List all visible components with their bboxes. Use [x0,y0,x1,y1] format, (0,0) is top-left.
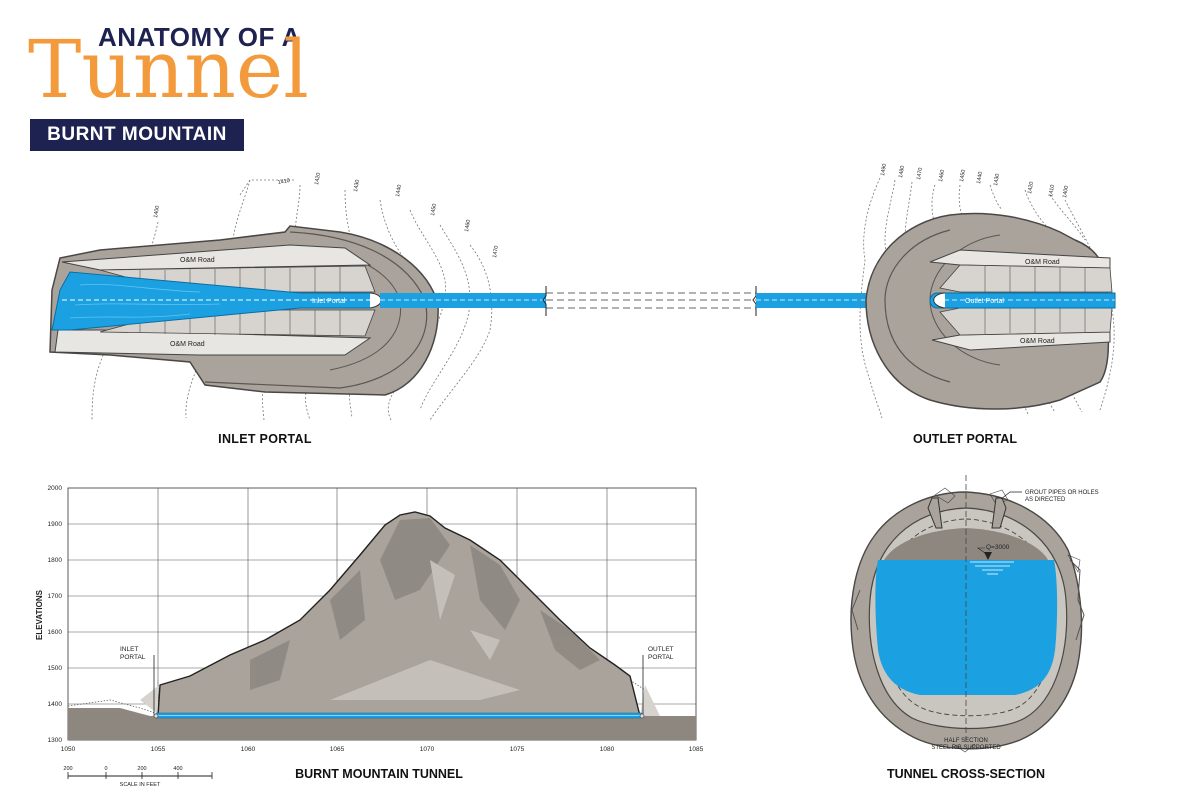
outlet-contour-label: 1400 [1062,185,1070,198]
inlet-contour-label: 1470 [492,245,500,258]
cross-section-water [875,560,1058,695]
scale-tick: 200 [137,766,146,772]
profile-x-tick: 1085 [689,746,704,753]
grout-label: AS DIRECTED [1025,497,1066,503]
outlet-road-label-upper: O&M Road [1025,259,1060,266]
profile-x-tick: 1065 [330,746,345,753]
inlet-contour-label: 1450 [430,203,438,216]
outlet-contour-label: 1420 [1027,181,1035,194]
profile-y-tick: 1700 [48,593,63,600]
outlet-upper-road [929,249,1111,269]
profile-y-tick: 1900 [48,521,63,528]
outlet-contour-label: 1490 [880,163,888,176]
outlet-contour-label: 1470 [916,167,924,180]
flow-label: Q=3000 [986,544,1010,551]
outlet-water-channel [929,292,1116,309]
inlet-contour-label: 1460 [464,219,472,232]
profile-caption: BURNT MOUNTAIN TUNNEL [295,767,463,781]
grout-label: GROUT PIPES OR HOLES [1025,490,1099,496]
inlet-upper-road [61,244,372,271]
outlet-contour-label: 1460 [938,169,946,182]
inlet-contour-label: 1430 [353,179,361,192]
inlet-portal-plan: O&M Road O&M Road Inlet Portal 1400 1410… [49,172,500,423]
title-top: ANATOMY OF A [98,22,301,52]
profile-y-axis-label: ELEVATIONS [35,589,44,640]
profile-mountain-highlights [330,560,520,700]
profile-y-tick: 1400 [48,701,63,708]
inlet-road-label-upper: O&M Road [180,257,215,264]
outlet-contour-label: 1440 [976,171,984,184]
profile-y-tick: 1500 [48,665,63,672]
outlet-road-label-lower: O&M Road [1020,338,1055,345]
scale-tick: 200 [63,766,72,772]
inlet-contour-label: 1410 [277,178,290,186]
cross-section-water-level-symbol [970,561,1014,575]
cross-section-rubble [934,487,1081,753]
profile-y-tick: 1600 [48,629,63,636]
cross-section: GROUT PIPES OR HOLES AS DIRECTED Q=3000 … [850,475,1099,753]
profile-y-tick: 1800 [48,557,63,564]
inlet-lower-road [54,329,372,356]
profile-inlet-label: PORTAL [120,654,146,661]
grout-pipes [927,497,1007,529]
tunnel-plan-connector [380,286,936,316]
title-main: Tunnel [28,23,309,116]
inlet-contour-label: 1400 [153,205,161,218]
profile-x-tick: 1070 [420,746,435,753]
profile-outlet-label: OUTLET [648,646,674,653]
outlet-contour-label: 1480 [898,165,906,178]
inlet-contour-label: 1440 [395,184,403,197]
profile-x-tick: 1050 [61,746,76,753]
cross-section-caption: TUNNEL CROSS-SECTION [887,767,1045,781]
outlet-portal-plan: O&M Road O&M Road Outlet Portal 1490 148… [859,163,1116,419]
half-section-label: HALF SECTION [944,738,988,744]
half-section-label: STEEL RIB SUPPORTED [931,745,1001,751]
scale-label: SCALE IN FEET [120,782,161,788]
profile-y-tick: 1300 [48,737,63,744]
scale-tick: 400 [173,766,182,772]
subtitle-badge: BURNT MOUNTAIN [30,119,244,151]
outlet-contour-label: 1430 [993,173,1001,186]
inlet-portal-label: Inlet Portal [312,298,346,305]
profile-x-tick: 1075 [510,746,525,753]
inlet-contour-label: 1420 [314,172,322,185]
inlet-road-label-lower: O&M Road [170,341,205,348]
outlet-ring [884,229,951,383]
profile-y-tick: 2000 [48,485,63,492]
outlet-portal-label: Outlet Portal [965,298,1004,305]
outlet-contour-label: 1450 [959,169,967,182]
inlet-water-ripples [69,283,221,319]
scale-tick: 0 [104,766,107,772]
outlet-portal-caption: OUTLET PORTAL [913,432,1017,446]
profile-mountain-shading [250,518,600,690]
outlet-portal-mouth [933,292,946,309]
outlet-cut-slopes [939,264,1113,336]
scale-bar: 200 0 200 400 SCALE IN FEET [63,766,213,788]
profile-outlet-label: PORTAL [648,654,674,661]
profile-inlet-label: INLET [120,646,138,653]
profile-chart: INLET PORTAL OUTLET PORTAL 2000 1900 180… [35,485,704,753]
profile-x-tick: 1060 [241,746,256,753]
profile-x-tick: 1080 [600,746,615,753]
inlet-portal-caption: INLET PORTAL [218,432,312,446]
outlet-contour-label: 1410 [1048,184,1056,197]
profile-x-tick: 1055 [151,746,166,753]
